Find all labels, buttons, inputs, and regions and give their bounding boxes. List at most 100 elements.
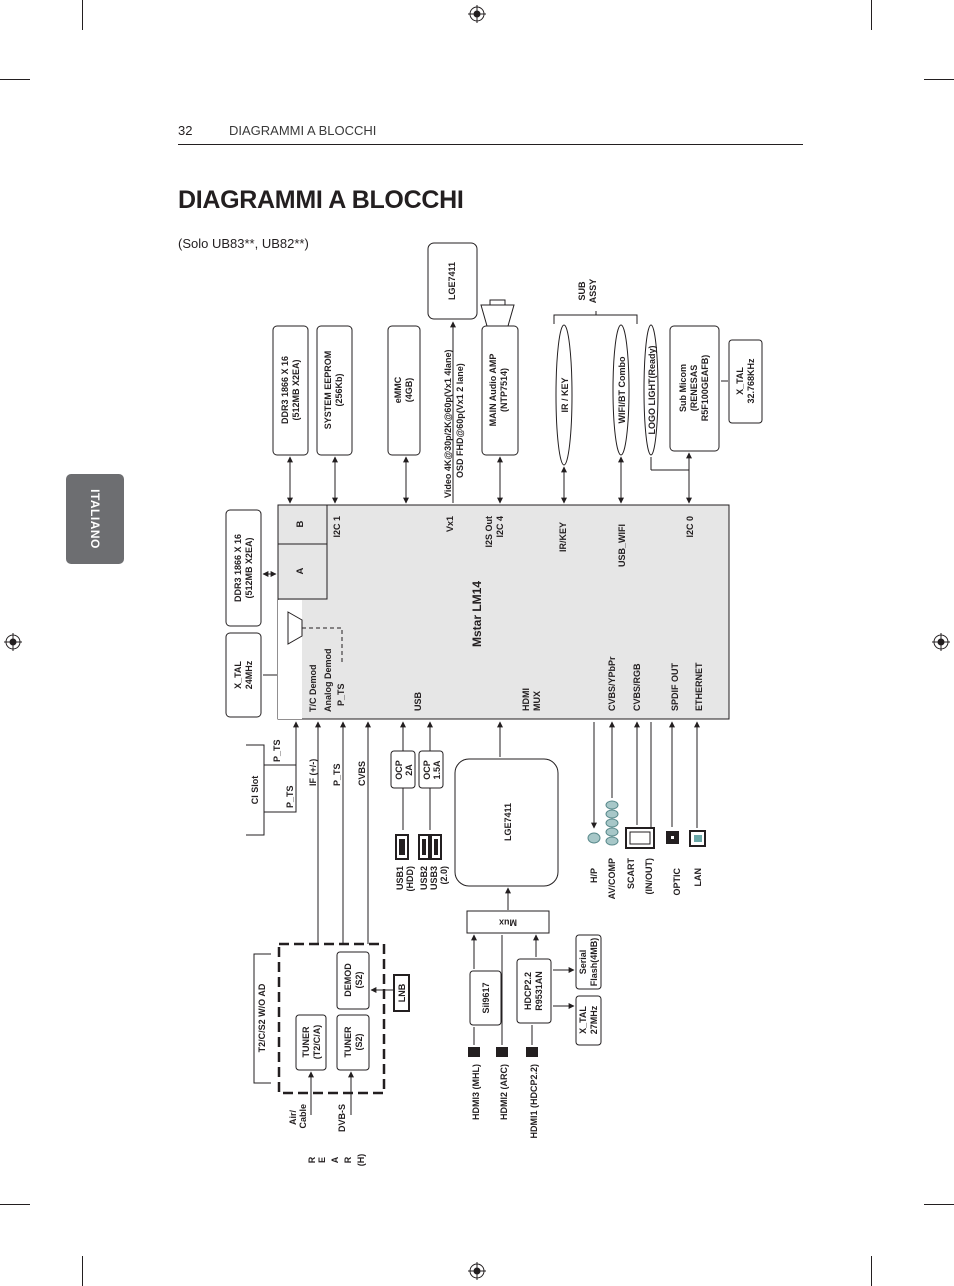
hdcp-block [516, 958, 552, 1024]
demod-s2-block [336, 951, 370, 1010]
usb23-desc: (2.0) [439, 866, 449, 885]
tuner-s2-label: TUNER [343, 1026, 353, 1057]
ddr-top-label: DDR3 1866 X 16 [280, 356, 290, 424]
registration-mark-icon [4, 633, 22, 651]
cvbs-label: CVBS [357, 761, 367, 786]
speaker-icon [480, 299, 515, 327]
lge7411-bottom-label: LGE7411 [503, 803, 513, 841]
scart-label: SCART [626, 857, 636, 889]
registration-mark-icon [468, 1262, 486, 1280]
tuner-group-label: T2/C/S2 W/O AD [257, 983, 267, 1052]
usb3-label: USB3 [429, 866, 439, 890]
tuner-t2ca-label: TUNER [301, 1026, 311, 1057]
rear-e: E [317, 1157, 327, 1163]
usb1-label: USB1 [395, 866, 405, 890]
if-label: IF (+/-) [308, 759, 318, 786]
port-demod-analog: Analog Demod [323, 648, 333, 712]
registration-mark-icon [468, 5, 486, 23]
audio-amp-block [481, 325, 519, 456]
port-a: A [295, 567, 306, 574]
eeprom-size: (256Kb) [334, 373, 344, 406]
sub-assy-label: SUB [577, 281, 587, 301]
port-usb-wifi: USB_WIFI [617, 524, 627, 567]
tuner-s2-block [336, 1014, 370, 1071]
crop-mark [924, 1204, 954, 1205]
xtal-24-freq: 24MHz [244, 660, 254, 689]
logo-light-module [643, 324, 659, 456]
ocp-1-5a-value: 1.5A [432, 760, 442, 780]
emmc-label: eMMC [393, 376, 403, 403]
audio-amp-part: (NTP7514) [499, 368, 509, 412]
page-number: 32 [178, 123, 193, 138]
running-header: DIAGRAMMI A BLOCCHI [229, 123, 377, 138]
ocp-1-5a-block [418, 750, 444, 789]
language-tab[interactable]: ITALIANO [66, 474, 124, 564]
p-ts-in-label: P_TS [272, 739, 282, 762]
port-ethernet: ETHERNET [694, 662, 704, 711]
rear-r: R [307, 1156, 317, 1163]
hdmi3-port-icon [468, 1047, 480, 1057]
optic-label: OPTIC [672, 868, 682, 896]
sub-micom-label: Sub Micom [678, 364, 688, 412]
xtal-27-label: X_TAL [578, 1006, 588, 1034]
ddr-top-block [272, 325, 309, 456]
xtal-sub-block [728, 339, 763, 424]
main-soc-block [277, 504, 730, 720]
sub-micom-part: R5F100GEAFB) [700, 355, 710, 422]
rear-h: (H) [356, 1154, 366, 1167]
demod-area [278, 600, 302, 719]
usb1-desc: (HDD) [405, 866, 415, 892]
lan-label: LAN [693, 868, 703, 887]
lnb-label: LNB [397, 983, 407, 1002]
ddr-left-block [225, 509, 262, 627]
sii9617-block [469, 970, 502, 1026]
port-i2c0: I2C 0 [685, 516, 695, 538]
crop-mark [924, 79, 954, 80]
xtal-sub-label: X_TAL [735, 367, 745, 395]
irkey-module [555, 324, 573, 466]
registration-mark-icon [932, 633, 950, 651]
main-chip-label: Mstar LM14 [470, 581, 484, 647]
wifi-label: WIFI/BT Combo [617, 356, 627, 423]
ddr-top-size: (512MB X2EA) [291, 359, 301, 420]
hp-label: H/P [589, 868, 599, 883]
eeprom-label: SYSTEM EEPROM [323, 351, 333, 430]
avcomp-label: AV/COMP [607, 858, 617, 899]
tuner-s2-type: (S2) [354, 1033, 364, 1050]
hdmi1-port-icon [526, 1047, 538, 1057]
demod-s2-type: (S2) [354, 971, 364, 988]
port-usb: USB [413, 691, 423, 711]
logo-light-label: LOGO LIGHT(Ready) [647, 345, 657, 434]
video-signal-label: Video 4K@30p/2K@60p(Vx1 4lane) [443, 350, 453, 498]
av-comp-jacks-icon [605, 800, 619, 846]
sub-assy-label-2: ASSY [588, 279, 598, 304]
eeprom-block [316, 325, 353, 456]
emmc-size: (4GB) [404, 378, 414, 403]
air-label: Air/ [288, 1110, 298, 1126]
port-i2c1: I2C 1 [332, 516, 342, 538]
wifi-module [612, 324, 630, 456]
sii9617-label: Sil9617 [481, 982, 491, 1013]
ocp-2a-value: 2A [404, 764, 414, 776]
ocp-2a-block [390, 750, 416, 789]
page-title: DIAGRAMMI A BLOCCHI [178, 186, 464, 214]
hdmi2-label: HDMI2 (ARC) [499, 1064, 509, 1120]
port-demod-tc: T/C Demod [308, 664, 318, 712]
lge7411-top-block [427, 242, 478, 320]
xtal-27-freq: 27MHz [589, 1005, 599, 1034]
headphone-jack-icon [587, 832, 601, 844]
mux-label: Mux [499, 918, 517, 928]
port-spdif: SPDIF OUT [670, 662, 680, 711]
serial-flash-block [575, 934, 602, 990]
hdmi3-label: HDMI3 (MHL) [471, 1064, 481, 1120]
crop-mark [82, 1256, 83, 1286]
lge7411-top-label: LGE7411 [447, 262, 457, 300]
port-mux: MUX [532, 691, 542, 711]
port-b: B [295, 520, 306, 527]
tuner-t2ca-block [295, 1014, 327, 1071]
serial-flash-size: Flash(4MB) [589, 938, 599, 987]
scart-desc: (IN/OUT) [644, 858, 654, 895]
sub-micom-block [669, 325, 720, 452]
xtal-27-block [575, 995, 602, 1046]
